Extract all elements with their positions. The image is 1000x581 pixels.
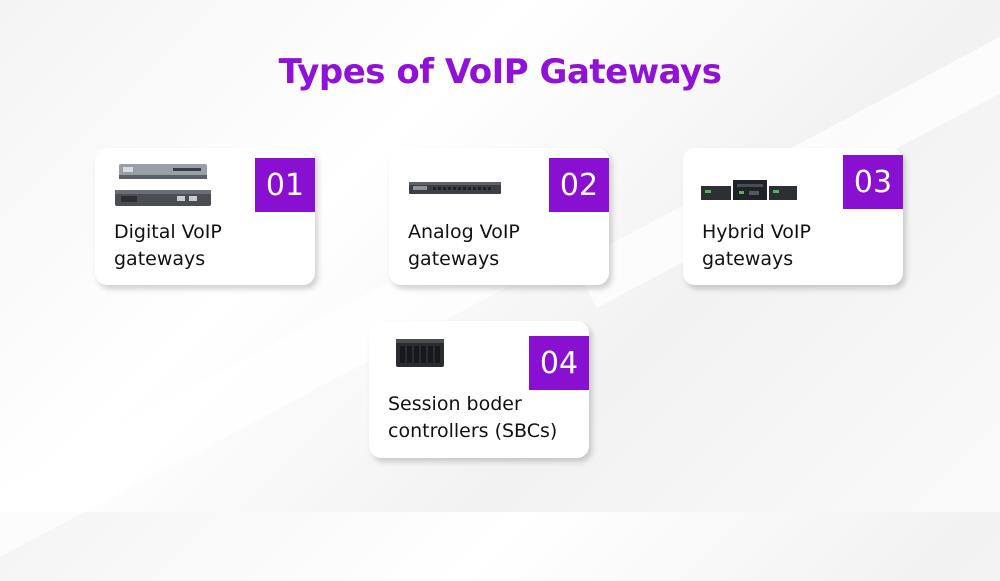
card-analog-voip: 02 Analog VoIP gateways (389, 148, 609, 285)
card-digital-voip: 01 Digital VoIP gateways (95, 148, 315, 285)
flat-rack-gateway-image (409, 180, 501, 200)
card-session-border-controllers: 04 Session boder controllers (SBCs) (369, 321, 589, 458)
chassis-sbc-image (395, 337, 445, 373)
card-number-badge: 01 (255, 158, 315, 212)
page-title: Types of VoIP Gateways (278, 52, 722, 92)
card-label: Digital VoIP gateways (114, 221, 222, 270)
card-number-badge: 02 (549, 158, 609, 212)
card-label: Hybrid VoIP gateways (702, 221, 811, 270)
dual-rack-gateway-image (113, 162, 213, 214)
card-number-badge: 03 (843, 155, 903, 209)
stacked-modules-gateway-image (699, 176, 799, 206)
card-number-badge: 04 (529, 336, 589, 390)
card-label: Session boder controllers (SBCs) (388, 393, 558, 442)
card-label: Analog VoIP gateways (408, 221, 520, 270)
card-hybrid-voip: 03 Hybrid VoIP gateways (683, 148, 903, 285)
